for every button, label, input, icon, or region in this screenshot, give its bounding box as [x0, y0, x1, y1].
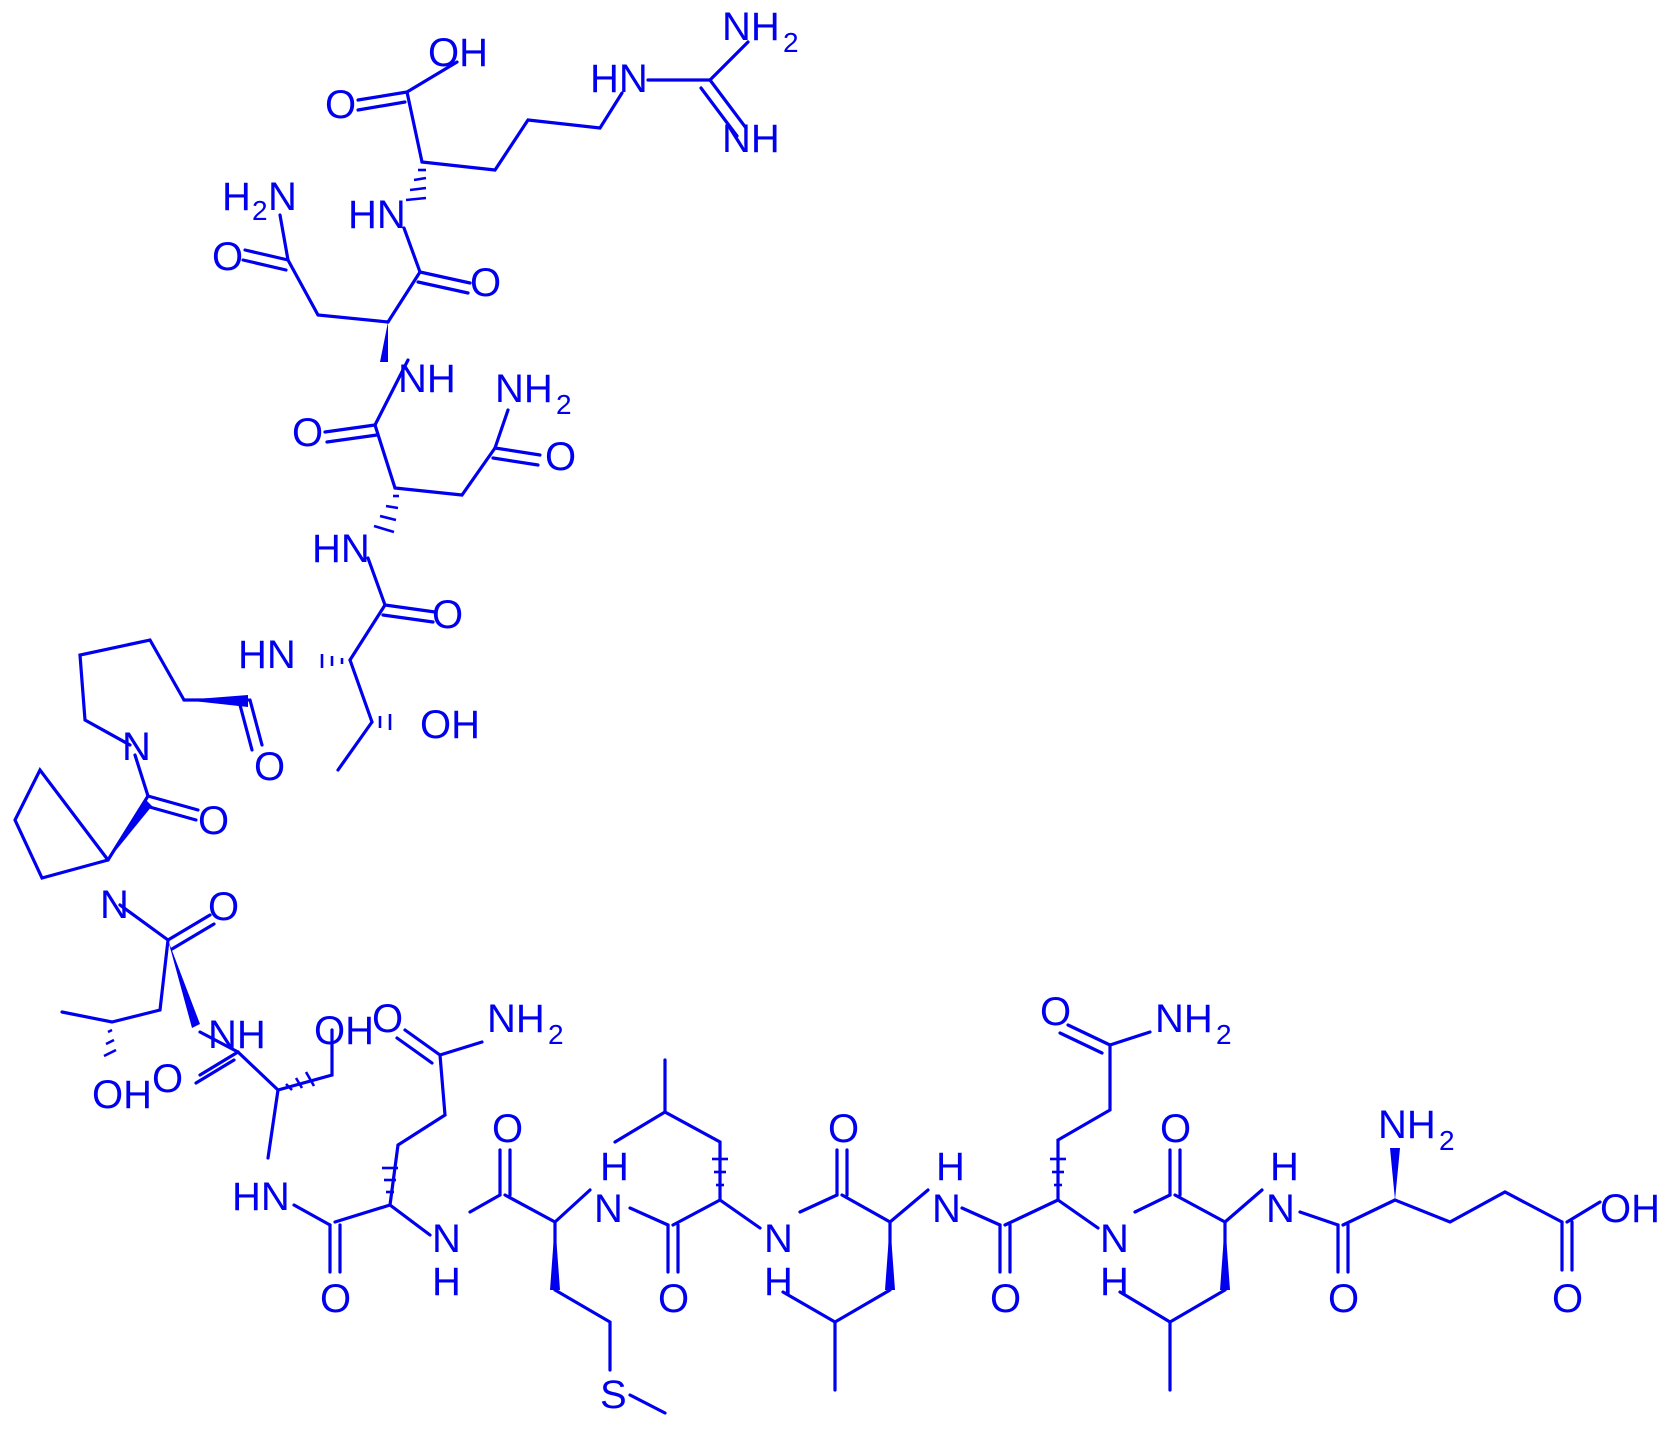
label-oh-glu-acid: OH [1600, 1187, 1660, 1231]
label-nh-asn1: NH [398, 357, 456, 401]
label-s-met: S [600, 1373, 627, 1417]
label-nh-thr2: NH [208, 1013, 266, 1057]
label-hn-guanidine: HN [590, 57, 648, 101]
label-n-leu2: N [932, 1187, 961, 1231]
label-hn-arg: HN [348, 193, 406, 237]
label-hn-thr1: HN [238, 633, 296, 677]
label-nh2-guanidine: NH [722, 5, 780, 49]
bond-lines [13, 40, 1602, 1415]
label-nh2-glu-sub: 2 [1439, 1125, 1455, 1156]
label-o-pro2-carbonyl: O [198, 799, 229, 843]
label-oh-ser: OH [314, 1009, 374, 1053]
label-n-gln1: N [432, 1217, 461, 1261]
label-o-glu-acid: O [1552, 1277, 1583, 1321]
label-n-pro1: N [122, 725, 151, 769]
label-hn-asn2: HN [312, 527, 370, 571]
label-o-arg-acid: O [325, 83, 356, 127]
label-o-ser-carbonyl: O [152, 1057, 183, 1101]
label-n-gln2: N [1100, 1217, 1129, 1261]
label-o-gln1-side: O [372, 997, 403, 1041]
label-h-gln1: H [432, 1260, 461, 1304]
label-nh2-gln2: NH [1155, 997, 1213, 1041]
label-oh-arg-acid: OH [428, 31, 488, 75]
label-oh-thr2: OH [92, 1073, 152, 1117]
label-h2n-asn1-sub: 2 [252, 195, 268, 226]
label-hn-ser: HN [232, 1175, 290, 1219]
label-o-leu1-carbonyl: O [658, 1277, 689, 1321]
label-nh2-asn2-sub: 2 [556, 389, 572, 420]
label-h2n-asn1: H [222, 175, 251, 219]
label-o-asn2-carbonyl: O [292, 411, 323, 455]
label-nh2-gln1-sub: 2 [548, 1019, 564, 1050]
label-o-leu3-carbonyl: O [1160, 1107, 1191, 1151]
molecule-drawing: OH O HN NH 2 NH HN O H 2 N O NH NH 2 O O… [13, 5, 1660, 1417]
label-nh2-guanidine-sub: 2 [783, 27, 799, 58]
label-nh2-glu: NH [1378, 1103, 1436, 1147]
label-h2n-asn1-n: N [268, 175, 297, 219]
label-o-asn1-carbonyl: O [470, 261, 501, 305]
label-o-asn1-side: O [212, 235, 243, 279]
label-nh2-gln2-sub: 2 [1216, 1019, 1232, 1050]
label-h-leu1: H [764, 1260, 793, 1304]
label-o-thr2-carbonyl: O [208, 885, 239, 929]
label-o-gln1-carbonyl: O [320, 1277, 351, 1321]
label-h-gln2: H [1100, 1260, 1129, 1304]
label-nh2-gln1: NH [487, 997, 545, 1041]
label-o-asn2-side: O [545, 435, 576, 479]
label-o-met-carbonyl: O [492, 1107, 523, 1151]
label-h-leu2: H [936, 1145, 965, 1189]
label-n-met: N [594, 1187, 623, 1231]
label-n-pro2: N [100, 883, 129, 927]
label-nh-guanidine: NH [722, 117, 780, 161]
stereo-hashes [103, 168, 1066, 1194]
label-oh-thr1: OH [420, 703, 480, 747]
atom-labels: OH O HN NH 2 NH HN O H 2 N O NH NH 2 O O… [92, 5, 1660, 1417]
label-h-leu3: H [1270, 1145, 1299, 1189]
label-o-leu2-carbonyl: O [828, 1107, 859, 1151]
label-o-thr1-carbonyl: O [432, 593, 463, 637]
label-o-gln2-side: O [1040, 990, 1071, 1034]
label-n-leu1: N [764, 1217, 793, 1261]
label-nh2-asn2-side: NH [495, 367, 553, 411]
label-o-glu-carbonyl: O [1328, 1277, 1359, 1321]
stereo-wedges [108, 322, 1400, 1290]
label-o-pro1-carbonyl: O [254, 745, 285, 789]
label-h-met: H [600, 1145, 629, 1189]
label-n-leu3: N [1266, 1187, 1295, 1231]
label-o-gln2-carbonyl: O [990, 1277, 1021, 1321]
